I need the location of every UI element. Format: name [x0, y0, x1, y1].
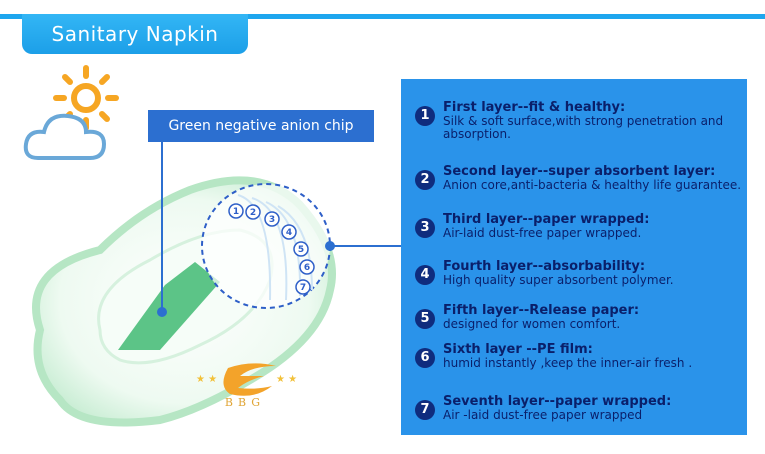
layer-number-badge: 4	[415, 265, 435, 285]
layer-title: First layer--fit & healthy:	[443, 100, 626, 115]
layer-number-badge: 3	[415, 218, 435, 238]
layer-text: First layer--fit & healthy: Silk & soft …	[443, 101, 743, 141]
layer-number-badge: 6	[415, 348, 435, 368]
top-accent-bar	[0, 14, 765, 19]
layer-marker: 2	[245, 204, 261, 220]
weather-icon	[23, 65, 119, 160]
layer-title: Second layer--super absorbent layer:	[443, 164, 716, 179]
svg-text:3: 3	[269, 215, 275, 225]
svg-text:2: 2	[250, 208, 256, 218]
svg-text:5: 5	[298, 245, 304, 255]
layer-description: High quality super absorbent polymer.	[443, 273, 674, 287]
brand-stars: ★ ★	[196, 374, 217, 385]
layer-marker: 5	[293, 241, 309, 257]
brand-logo: ★ ★ ★ ★ BBG	[196, 363, 297, 409]
layer-marker: 7	[295, 279, 311, 295]
layer-text: Fourth layer--absorbability: High qualit…	[443, 260, 743, 287]
layer-title: Third layer--paper wrapped:	[443, 212, 650, 227]
svg-text:6: 6	[304, 263, 310, 273]
layer-text: Seventh layer--paper wrapped: Air -laid …	[443, 395, 743, 422]
layer-text: Sixth layer --PE film: humid instantly ,…	[443, 343, 743, 370]
svg-text:4: 4	[286, 228, 292, 238]
layer-description: Air-laid dust-free paper wrapped.	[443, 226, 642, 240]
brand-name: BBG	[225, 396, 265, 409]
layer-description: Silk & soft surface,with strong penetrat…	[443, 114, 724, 141]
layer-text: Second layer--super absorbent layer: Ani…	[443, 165, 743, 192]
layer-marker: 3	[264, 211, 280, 227]
layer-marker: 4	[281, 224, 297, 240]
svg-text:7: 7	[300, 283, 306, 293]
svg-text:1: 1	[233, 207, 239, 217]
page-title: Sanitary Napkin	[22, 14, 248, 54]
layer-description: designed for women comfort.	[443, 317, 621, 331]
layer-number-badge: 2	[415, 170, 435, 190]
layer-number-badge: 7	[415, 400, 435, 420]
layer-title: Fifth layer--Release paper:	[443, 303, 640, 318]
chip-label: Green negative anion chip	[148, 110, 374, 142]
layer-number-badge: 5	[415, 309, 435, 329]
layer-title: Sixth layer --PE film:	[443, 342, 593, 357]
chip-pointer-dot	[157, 307, 167, 317]
layer-description: humid instantly ,keep the inner-air fres…	[443, 356, 693, 370]
layer-marker: 1	[228, 203, 244, 219]
layer-text: Third layer--paper wrapped: Air-laid dus…	[443, 213, 743, 240]
layer-title: Fourth layer--absorbability:	[443, 259, 646, 274]
brand-stars: ★ ★	[276, 374, 297, 385]
layer-marker: 6	[299, 259, 315, 275]
logo-swoosh	[223, 363, 276, 396]
layer-number-badge: 1	[415, 106, 435, 126]
layer-list-panel: 1 First layer--fit & healthy: Silk & sof…	[401, 79, 747, 435]
layer-markers: 1 2 3 4 5 6 7	[228, 203, 315, 295]
layer-text: Fifth layer--Release paper: designed for…	[443, 304, 743, 331]
zoom-pointer-dot	[325, 241, 335, 251]
cloud-icon	[23, 113, 107, 160]
layer-description: Anion core,anti-bacteria & healthy life …	[443, 178, 742, 192]
anion-chip	[118, 262, 220, 350]
layer-description: Air -laid dust-free paper wrapped	[443, 408, 643, 422]
layer-title: Seventh layer--paper wrapped:	[443, 394, 672, 409]
